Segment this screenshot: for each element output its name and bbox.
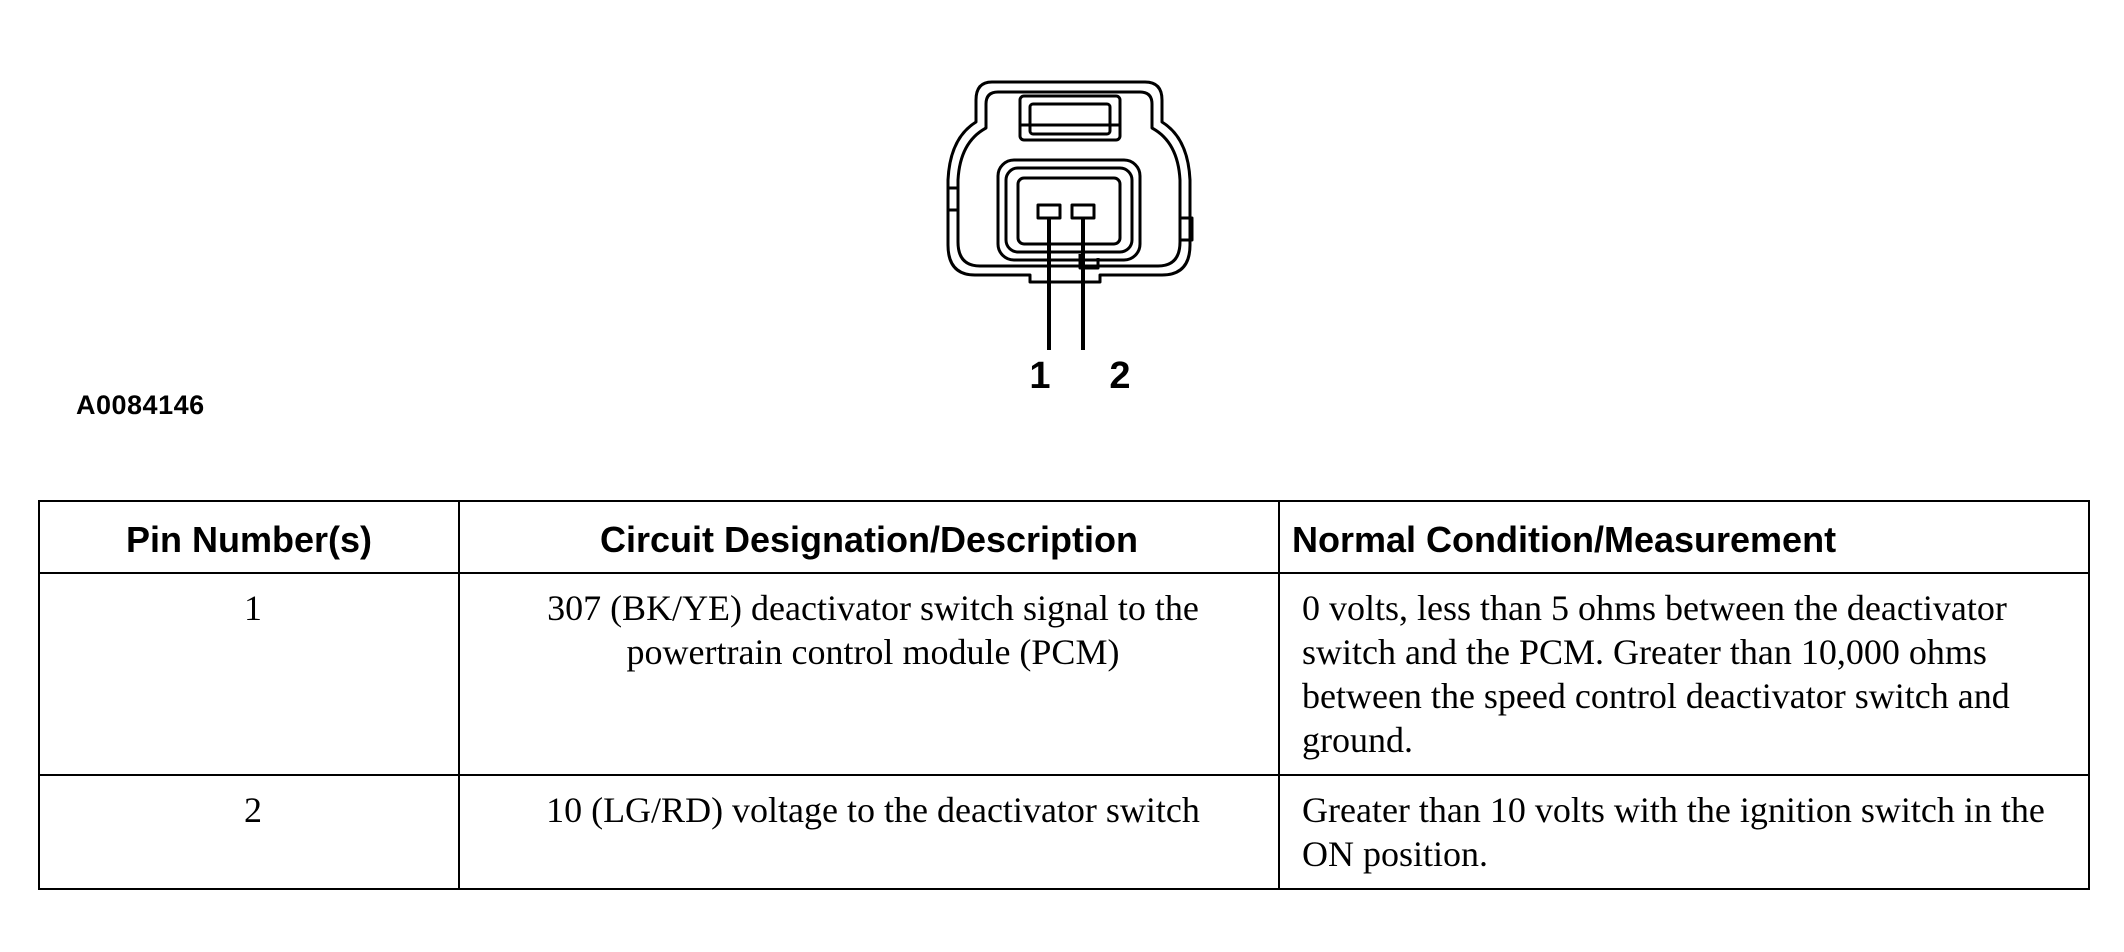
cell-measurement: 0 volts, less than 5 ohms between the de… [1278,572,2090,776]
cell-description: 307 (BK/YE) deactivator switch signal to… [458,572,1280,776]
connector-key-notch [1078,254,1100,270]
pin-label-2: 2 [1109,355,1131,397]
cell-description: 10 (LG/RD) voltage to the deactivator sw… [458,774,1280,890]
terminal-1 [1036,203,1062,220]
cell-measurement: Greater than 10 volts with the ignition … [1278,774,2090,890]
pin-cavity-mid [1004,166,1134,254]
header-pin-number: Pin Number(s) [38,500,460,574]
connector-housing-inner [956,90,1182,268]
header-normal-condition: Normal Condition/Measurement [1278,500,2090,574]
cell-pin: 1 [38,572,460,776]
table-header-row: Pin Number(s) Circuit Designation/Descri… [38,500,2090,574]
terminal-2 [1070,203,1096,220]
figure-id: A0084146 [76,390,205,420]
pinout-table: Pin Number(s) Circuit Designation/Descri… [38,500,2090,890]
connector-diagram [940,70,1200,410]
pin-cavity-outer [996,158,1142,262]
connector-left-tab [946,186,958,212]
connector-latch-inner [1028,102,1112,136]
pin-label-1: 1 [1029,355,1051,397]
cell-pin: 2 [38,774,460,890]
connector-housing-outline [946,80,1192,284]
table-row: 1 307 (BK/YE) deactivator switch signal … [38,572,2090,776]
connector-latch [1018,94,1122,142]
table-row: 2 10 (LG/RD) voltage to the deactivator … [38,774,2090,890]
pin-cavity-inner [1016,176,1122,246]
connector-face-drawing [946,80,1194,350]
pin-labels: 1 2 [1025,355,1135,398]
header-circuit-description: Circuit Designation/Description [458,500,1280,574]
connector-right-tab [1180,216,1194,242]
